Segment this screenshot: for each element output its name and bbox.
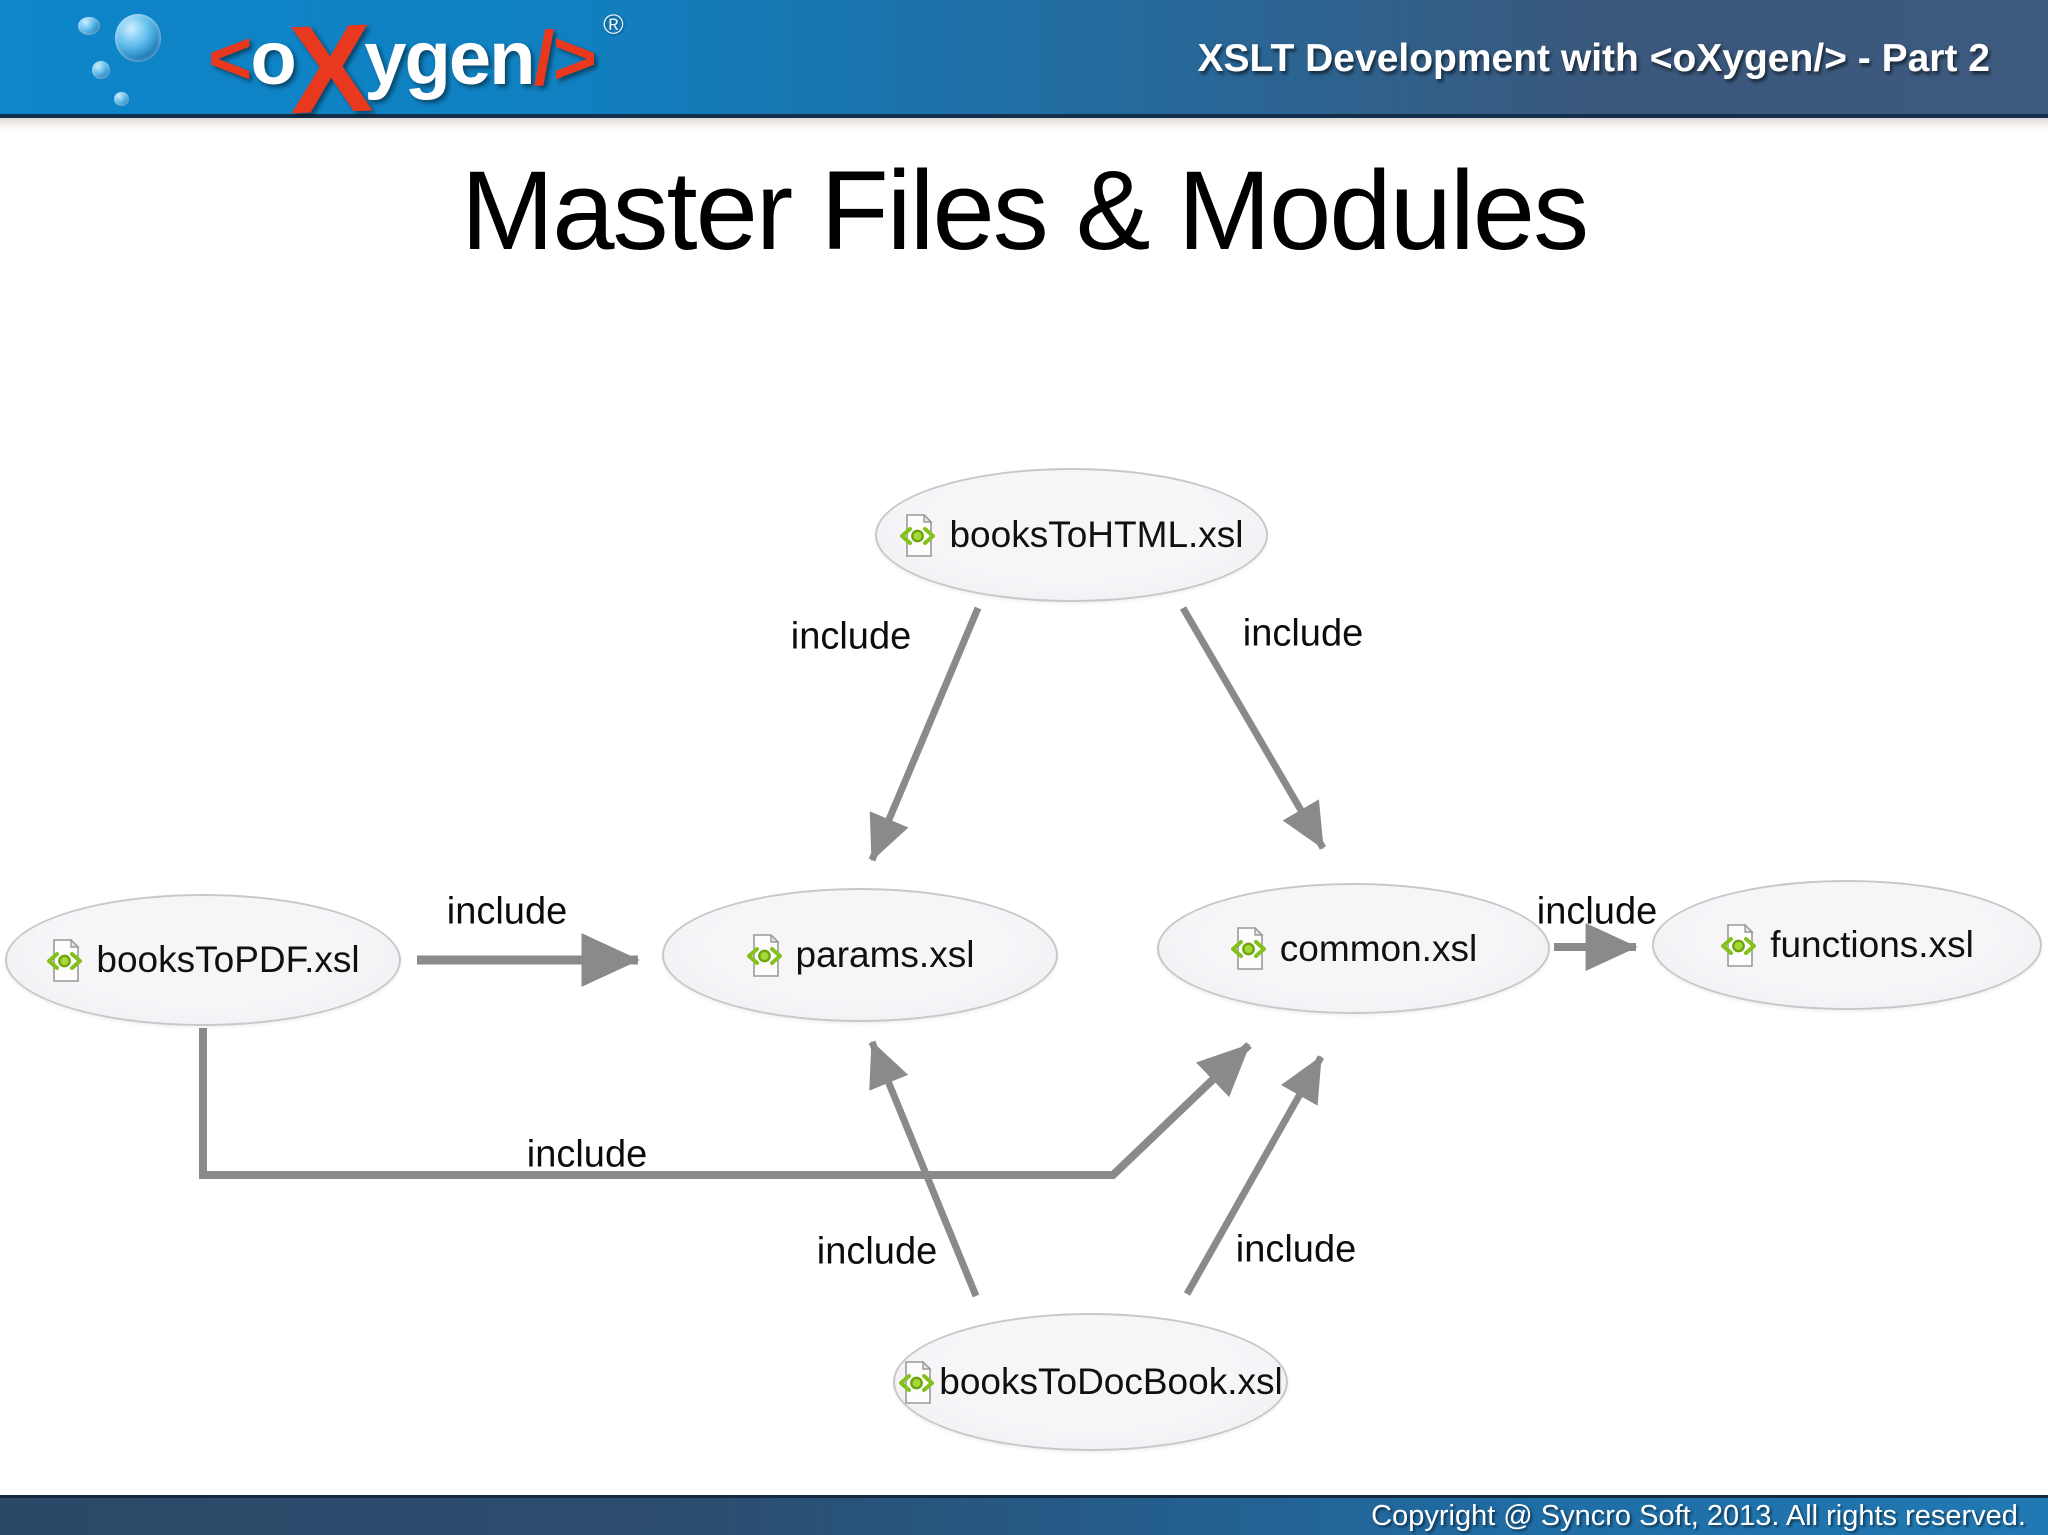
edge-label-include: include: [816, 1230, 938, 1273]
node-bookstopdf: booksToPDF.xsl: [5, 894, 401, 1026]
edge-label-include: include: [446, 890, 568, 933]
xsl-file-icon: [1230, 927, 1267, 970]
node-label: booksToDocBook.xsl: [939, 1361, 1283, 1402]
slide-title: Master Files & Modules: [460, 148, 1589, 273]
edge-label-include: include: [1235, 1228, 1357, 1271]
node-functions: functions.xsl: [1652, 880, 2042, 1010]
node-common: common.xsl: [1157, 883, 1550, 1014]
node-label: booksToPDF.xsl: [96, 939, 360, 980]
registered-mark-icon: ®: [603, 9, 624, 40]
logo-close: />: [533, 16, 597, 101]
xsl-file-icon: [898, 1361, 935, 1404]
edge-bookstodocbook-params-arrow: [868, 1040, 980, 1298]
xsl-file-icon: [899, 514, 936, 557]
header-divider: [0, 118, 2048, 132]
edge-bookstohtml-common-arrow: [1179, 606, 1327, 850]
xsl-file-icon: [46, 939, 83, 982]
xsl-file-icon: [746, 934, 783, 977]
xsl-file-icon: [1720, 924, 1757, 967]
node-params: params.xsl: [662, 888, 1058, 1022]
logo-ygen: ygen: [364, 16, 535, 101]
node-label: functions.xsl: [1770, 924, 1974, 965]
logo-o: o: [250, 16, 296, 101]
footer-bar: Copyright @ Syncro Soft, 2013. All right…: [0, 1495, 2048, 1535]
node-bookstohtml: booksToHTML.xsl: [875, 468, 1268, 602]
edge-label-include: include: [790, 615, 912, 658]
edge-label-include: include: [1536, 890, 1658, 933]
oxygen-logo: < o X ygen /> ®: [208, 0, 624, 140]
node-label: common.xsl: [1279, 927, 1478, 969]
edge-label-include: include: [526, 1133, 648, 1176]
copyright-text: Copyright @ Syncro Soft, 2013. All right…: [1371, 1500, 2026, 1532]
node-label: booksToHTML.xsl: [949, 514, 1244, 555]
edge-bookstohtml-params-arrow: [868, 606, 982, 862]
header-title: XSLT Development with <oXygen/> - Part 2: [1197, 37, 1990, 80]
header-bar: < o X ygen /> ® XSLT Development with <o…: [0, 0, 2048, 140]
node-bookstodocbook: booksToDocBook.xsl: [893, 1313, 1288, 1451]
node-label: params.xsl: [795, 934, 975, 975]
edge-bookstodocbook-common-arrow: [1183, 1055, 1325, 1296]
edge-label-include: include: [1242, 612, 1364, 655]
logo-open-bracket: <: [208, 16, 252, 101]
edge-bookstopdf-common-arrow: [199, 1028, 1252, 1179]
